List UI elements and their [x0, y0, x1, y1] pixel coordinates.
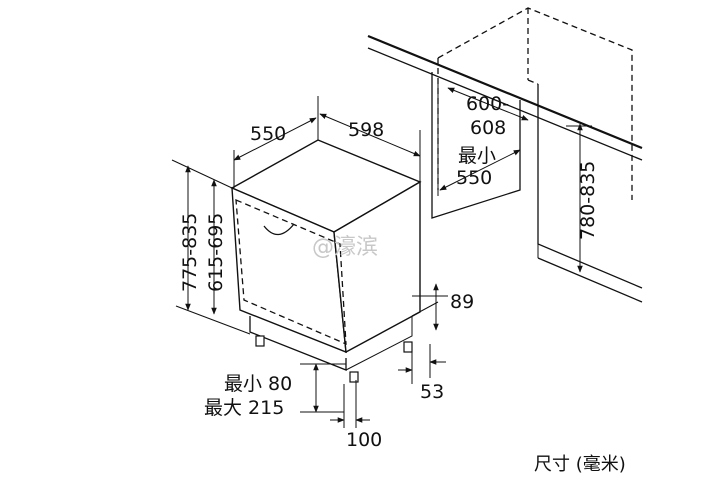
door-handle	[263, 223, 295, 236]
dim-foot-depth: 100	[330, 380, 382, 451]
dim-height-door-label: 615-695	[205, 213, 227, 292]
dim-toe-kick: 最小 80 最大 215	[204, 363, 346, 419]
dim-depth-label: 550	[250, 123, 286, 145]
dim-plinth-height: 89	[412, 283, 474, 331]
dim-width-label: 598	[348, 119, 384, 141]
dim-depth-line	[233, 117, 317, 161]
dim-height-door: 615-695	[205, 179, 227, 315]
dim-depth: 550	[233, 96, 319, 188]
dim-width-line	[319, 113, 421, 157]
niche-floor-line	[537, 257, 643, 303]
watermark: @濠滨	[312, 235, 378, 260]
dim-height-total: 775-835	[171, 159, 251, 335]
dim-niche-width-label-2: 608	[470, 117, 506, 139]
dim-height-total-ext-bottom	[175, 305, 251, 335]
dim-niche-depth-label-2: 550	[456, 167, 492, 189]
dim-plinth-setback-label: 53	[420, 381, 444, 403]
dim-niche-height: 780-835	[566, 123, 599, 273]
foot-front-left	[255, 335, 265, 347]
dim-toe-max-label: 最大 215	[204, 397, 284, 419]
dim-niche-depth-line	[439, 149, 521, 191]
door-dashed-outline	[235, 198, 347, 346]
dim-niche-depth-label-1: 最小	[458, 145, 496, 167]
dim-height-total-label: 775-835	[179, 213, 201, 292]
dim-toe-min-label: 最小 80	[224, 373, 292, 395]
dim-plinth-height-label: 89	[450, 291, 474, 313]
dishwasher-body	[230, 139, 439, 383]
niche-dashed-top	[437, 7, 633, 200]
plinth-side	[345, 316, 413, 371]
dim-niche-width-label-1: 600-	[466, 93, 509, 115]
dim-foot-depth-label: 100	[346, 429, 382, 451]
foot-back-right	[403, 341, 413, 353]
niche-dashed-inner	[527, 79, 539, 85]
dim-plinth-setback: 53	[398, 344, 446, 403]
dim-height-total-ext-top	[171, 159, 233, 189]
dim-width: 598	[319, 113, 421, 182]
niche-left-panel	[431, 72, 521, 219]
unit-label: 尺寸 (毫米)	[534, 454, 626, 475]
dim-niche-width: 600- 608	[447, 87, 529, 139]
foot-front-right	[349, 371, 359, 383]
dim-niche-depth: 最小 550	[439, 145, 521, 191]
dim-niche-height-label: 780-835	[577, 161, 599, 240]
dim-niche-width-line	[447, 87, 529, 121]
